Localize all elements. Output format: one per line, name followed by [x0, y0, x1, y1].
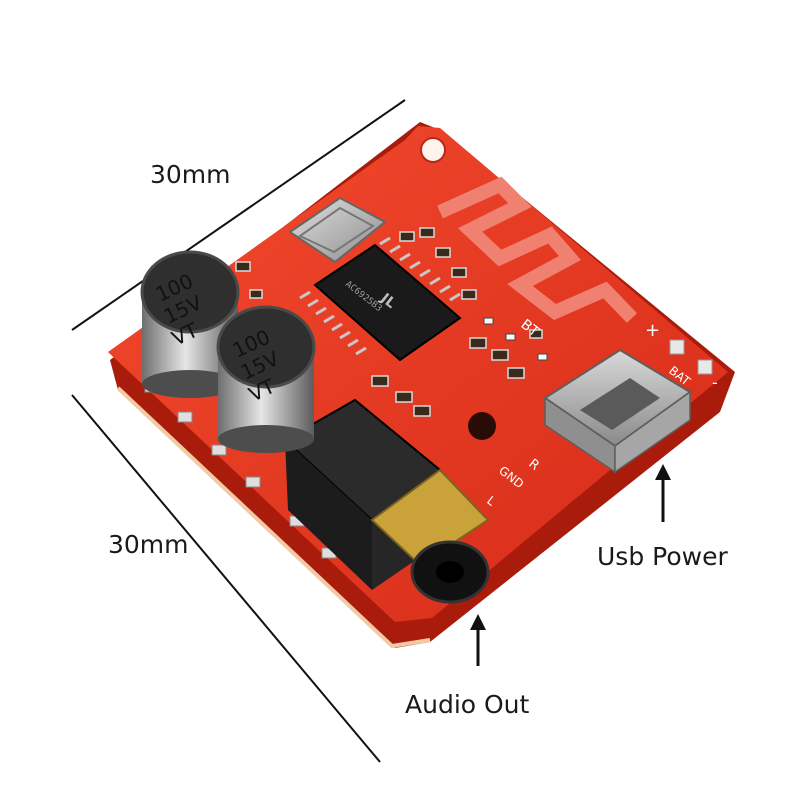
usb-arrow	[655, 464, 671, 522]
capacitor-1	[140, 250, 240, 398]
mounting-hole-top	[420, 137, 446, 163]
pcb-board	[108, 126, 728, 622]
capacitor-2	[216, 305, 316, 453]
crystal-oscillator	[288, 196, 387, 264]
bat-plus-pad	[669, 339, 685, 355]
dimension-line-left	[71, 394, 381, 763]
led-indicators	[483, 317, 548, 361]
pcb-edge-highlight	[116, 386, 431, 649]
bluetooth-chip: JL AC6925B3	[299, 236, 462, 362]
audio-arrow	[470, 614, 486, 666]
dimension-label-left: 30mm	[108, 530, 189, 559]
usb-power-label: Usb Power	[597, 542, 728, 571]
smd-components	[235, 227, 543, 417]
plus-marking: +	[645, 320, 660, 341]
dimension-label-top: 30mm	[150, 160, 231, 189]
audio-jack	[283, 398, 490, 604]
audio-out-label: Audio Out	[405, 690, 530, 719]
dimension-line-top	[71, 99, 406, 331]
antenna-trace	[437, 176, 638, 323]
minus-marking: -	[712, 373, 718, 392]
usb-port	[543, 348, 692, 474]
mounting-hole-center	[468, 412, 496, 440]
bat-minus-pad	[697, 359, 713, 375]
